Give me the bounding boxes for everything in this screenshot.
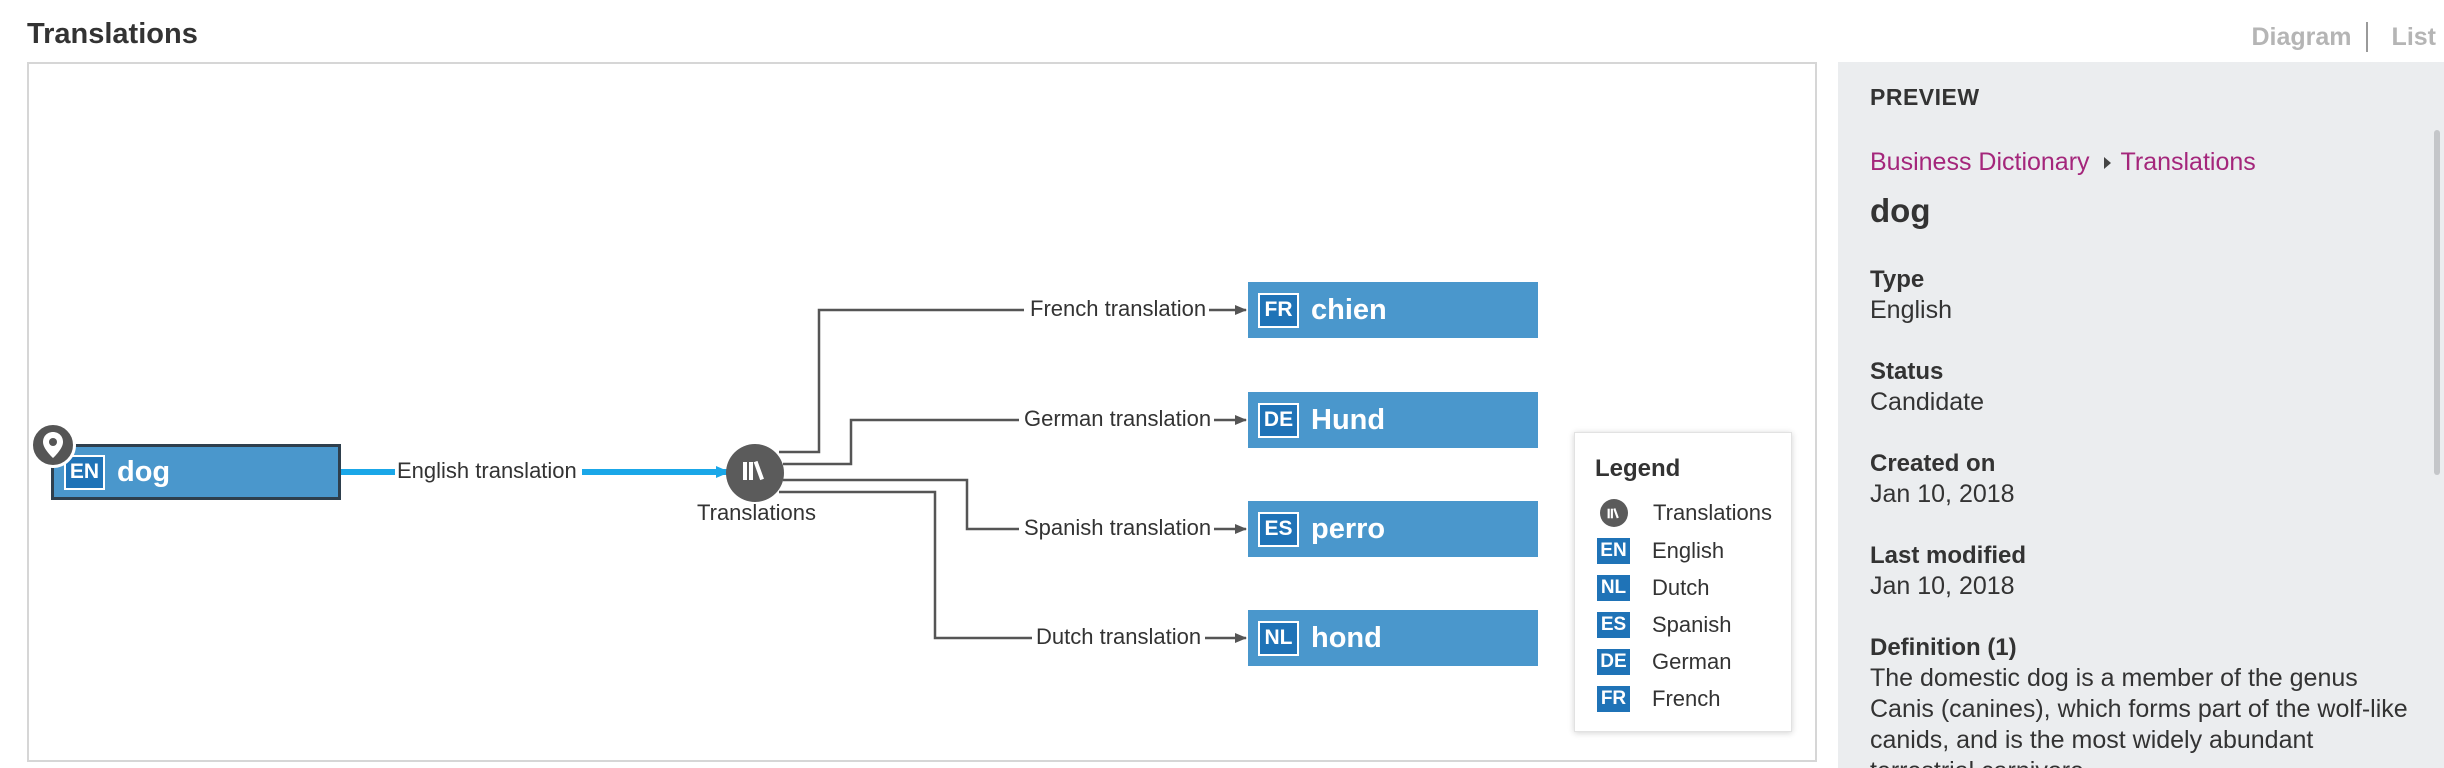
diagram-links bbox=[341, 305, 1247, 643]
diagram-canvas[interactable]: EN dog English translation Translations … bbox=[27, 62, 1817, 762]
view-switch: Diagram List bbox=[2251, 22, 2436, 52]
preview-scrollbar[interactable] bbox=[2432, 62, 2444, 768]
edge-german-a bbox=[783, 418, 1019, 466]
source-lang-badge: EN bbox=[64, 454, 105, 490]
field-definition-value: The domestic dog is a member of the genu… bbox=[1870, 664, 2408, 768]
location-pin-icon bbox=[30, 422, 76, 468]
edge-french-a bbox=[779, 308, 1024, 454]
legend-badge-nl: NL bbox=[1595, 573, 1632, 603]
dutch-term: hond bbox=[1311, 621, 1382, 654]
french-lang-badge: FR bbox=[1258, 292, 1299, 328]
target-node-spanish[interactable]: ES perro bbox=[1248, 501, 1538, 557]
legend-label-spanish: Spanish bbox=[1652, 612, 1732, 637]
legend-label-english: English bbox=[1652, 538, 1725, 563]
field-definition-label: Definition (1) bbox=[1870, 634, 2017, 661]
list-view-tab[interactable]: List bbox=[2391, 22, 2436, 51]
breadcrumb-translations[interactable]: Translations bbox=[2120, 148, 2256, 176]
edge-dutch-a bbox=[779, 490, 1032, 640]
page-title: Translations bbox=[27, 18, 198, 50]
field-definition: Definition (1) The domestic dog is a mem… bbox=[1870, 633, 2410, 768]
legend-label-german: German bbox=[1652, 649, 1732, 674]
field-created-label: Created on bbox=[1870, 450, 1996, 477]
legend-item-spanish: ES Spanish bbox=[1595, 610, 1732, 640]
target-node-german[interactable]: DE Hund bbox=[1248, 392, 1538, 448]
library-books-icon bbox=[1600, 499, 1628, 527]
edge-label-dutch: Dutch translation bbox=[1034, 624, 1204, 650]
legend-badge-de: DE bbox=[1595, 647, 1632, 677]
view-separator bbox=[2365, 22, 2368, 52]
field-modified-label: Last modified bbox=[1870, 542, 2027, 569]
preview-term: dog bbox=[1870, 192, 1931, 229]
legend-item-dutch: NL Dutch bbox=[1595, 573, 1709, 603]
preview-scrollbar-thumb[interactable] bbox=[2434, 130, 2440, 475]
edge-label-german: German translation bbox=[1022, 406, 1214, 432]
edge-label-english: English translation bbox=[395, 458, 579, 484]
legend-item-german: DE German bbox=[1595, 647, 1731, 677]
preview-panel[interactable]: PREVIEW Business Dictionary Translations… bbox=[1838, 62, 2444, 768]
legend: Legend Translations EN English NL Dutch … bbox=[1574, 432, 1792, 732]
german-lang-badge: DE bbox=[1258, 402, 1299, 438]
legend-item-hub: Translations bbox=[1595, 499, 1772, 527]
field-created-value: Jan 10, 2018 bbox=[1870, 480, 2015, 508]
legend-item-french: FR French bbox=[1595, 684, 1720, 714]
dutch-lang-badge: NL bbox=[1258, 620, 1299, 656]
field-type-value: English bbox=[1870, 296, 1952, 324]
spanish-term: perro bbox=[1311, 512, 1386, 545]
legend-item-english: EN English bbox=[1595, 536, 1724, 566]
legend-label-french: French bbox=[1652, 686, 1721, 711]
field-status-value: Candidate bbox=[1870, 388, 1984, 416]
field-type: Type English bbox=[1870, 265, 2410, 326]
preview-heading: PREVIEW bbox=[1870, 84, 1980, 110]
field-status: Status Candidate bbox=[1870, 357, 2410, 418]
legend-badge-en: EN bbox=[1595, 536, 1632, 566]
french-term: chien bbox=[1311, 293, 1387, 326]
hub-label: Translations bbox=[697, 500, 817, 525]
edge-label-french: French translation bbox=[1028, 296, 1209, 322]
legend-hub-label: Translations bbox=[1653, 500, 1773, 525]
library-books-icon bbox=[740, 459, 770, 488]
edge-label-spanish: Spanish translation bbox=[1022, 515, 1214, 541]
edge-spanish-a bbox=[783, 478, 1019, 531]
translations-hub[interactable] bbox=[726, 444, 784, 502]
source-term: dog bbox=[117, 455, 171, 488]
legend-label-dutch: Dutch bbox=[1652, 575, 1710, 600]
target-node-french[interactable]: FR chien bbox=[1248, 282, 1538, 338]
legend-title: Legend bbox=[1595, 455, 1681, 482]
field-modified: Last modified Jan 10, 2018 bbox=[1870, 541, 2410, 602]
field-status-label: Status bbox=[1870, 358, 1944, 385]
field-created: Created on Jan 10, 2018 bbox=[1870, 449, 2410, 510]
field-modified-value: Jan 10, 2018 bbox=[1870, 572, 2015, 600]
caret-right-icon bbox=[2103, 156, 2111, 169]
target-node-dutch[interactable]: NL hond bbox=[1248, 610, 1538, 666]
breadcrumb-business-dictionary[interactable]: Business Dictionary bbox=[1870, 148, 2090, 176]
source-node[interactable]: EN dog bbox=[51, 444, 341, 500]
legend-badge-es: ES bbox=[1595, 610, 1632, 640]
german-term: Hund bbox=[1311, 403, 1386, 436]
legend-badge-fr: FR bbox=[1595, 684, 1632, 714]
diagram-view-tab[interactable]: Diagram bbox=[2251, 22, 2352, 51]
breadcrumb: Business Dictionary Translations bbox=[1870, 148, 2256, 177]
field-type-label: Type bbox=[1870, 266, 1925, 293]
spanish-lang-badge: ES bbox=[1258, 511, 1299, 547]
